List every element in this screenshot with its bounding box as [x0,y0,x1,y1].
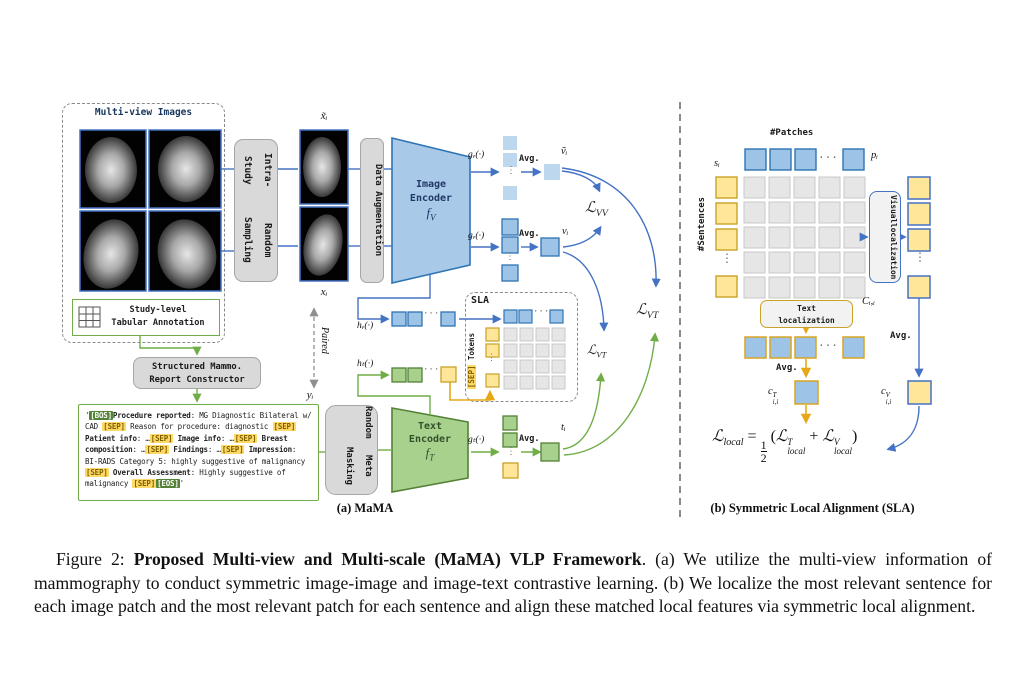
patch-feature-row [744,148,865,171]
loss-vv-label: ℒVV [585,200,608,219]
patches-label: #Patches [770,128,814,138]
dots: ··· [423,365,440,375]
x-tilde-label: x̃ᵢ [320,110,328,122]
p-label: pᵢ [871,150,878,161]
visual-loc-line2: localization [889,222,898,280]
report-constructor-box: Structured Mammo. Report Constructor [133,357,261,389]
random-meta-masking-box: Random Meta Masking [325,405,378,495]
dots: ⋮ [506,446,516,457]
intra-study-line1: Intra-Study [242,152,273,187]
table-icon [78,305,102,334]
paired-label: Paired [319,327,330,354]
local-aggregate-squares [794,380,932,405]
sentence-feature-column [715,176,738,298]
visual-localization-box: Visual localization [869,191,901,283]
data-augmentation-box: Data Augmentation [360,138,384,283]
data-augmentation-label: Data Augmentation [373,164,383,257]
text-loc-line1: Text [797,304,816,313]
dots: ⋮ [505,251,515,262]
sep-token-chip: [SEP] [467,364,476,390]
avg-label-b-left: Avg. [776,363,798,373]
figure-caption: Figure 2: Proposed Multi-view and Multi-… [34,548,992,619]
panel-b-caption: (b) Symmetric Local Alignment (SLA) [710,501,915,515]
x-label: xᵢ [320,286,328,298]
text-localization-box: Text localization [760,300,853,328]
intra-study-line2: Random Sampling [242,217,273,264]
masking-line2: Meta Masking [344,447,373,486]
report-text-box: '[BOS]Procedure reported: MG Diagnostic … [78,404,319,501]
dots: ⋮ [914,250,926,264]
v-label: vᵢ [562,226,569,237]
study-annotation-box: Study-level Tabular Annotation [72,299,220,336]
gv-label-bottom: gᵥ(·) [468,231,485,241]
gt-label: gₜ(·) [468,435,485,445]
dots: ··· [818,339,838,352]
study-box-line2: Tabular Annotation [111,318,205,328]
s-label: sᵢ [714,158,720,169]
ht-label: hₜ(·) [357,359,374,369]
sampled-mammograms [299,129,349,282]
sampled-mammogram-top [299,129,349,205]
gv-label-top: gᵥ(·) [468,150,485,160]
v-tilde-label: ṽᵢ [561,146,568,157]
figure-caption-bold: Proposed Multi-view and Multi-scale (MaM… [133,549,642,569]
text-encoder-label: Text Encoder fT [408,421,452,463]
text-localized-row [744,336,865,359]
study-box-line1: Study-level [129,305,187,315]
sla-label: SLA [471,295,490,306]
text-loc-line2: localization [778,316,835,325]
dots: ⋮ [506,165,516,176]
hv-label: hᵥ(·) [357,321,374,331]
multiview-title: Multi-view Images [94,107,193,118]
sep-tokens-label: [SEP] Tokens [467,325,479,397]
dots: ··· [818,151,838,164]
structured-report-text: '[BOS]Procedure reported: MG Diagnostic … [85,411,312,489]
avg-label-mid: Avg. [519,229,540,239]
y-label: yᵢ [306,389,314,401]
loss-vt-label-right: ℒVT [636,302,659,321]
visual-loc-line1: Visual [889,194,898,223]
similarity-grid [743,176,866,299]
avg-label-text: Avg. [519,434,540,444]
image-encoder-label: Image Encoder fV [409,179,453,223]
loss-vt-label-left: ℒVT [587,342,607,360]
sla-box [465,292,578,402]
dots: ⋮ [487,353,496,363]
panel-a-caption: (a) MaMA [336,501,394,515]
dots: ⋮ [721,251,733,265]
avg-label-b-right: Avg. [890,331,912,341]
figure-caption-prefix: Figure 2: [56,549,134,569]
sampled-mammogram-bottom [299,206,349,282]
t-label: tᵢ [561,422,566,433]
tokens-word: Tokens [467,332,476,365]
dots: ··· [423,309,440,319]
constructor-line1: Structured Mammo. [151,362,243,372]
visual-localized-column [907,176,931,299]
c-matrix-label: Cᵢ,ᵢ [862,296,875,307]
constructor-line2: Report Constructor [149,375,245,385]
dots: ··· [533,307,550,317]
intra-study-sampling-box: Intra-Study Random Sampling [234,139,278,282]
masking-line1: Random [363,406,373,439]
figure-caption-rest: . (a) We utilize the multi-view informat… [34,549,992,617]
sentences-label: #Sentences [697,196,707,252]
avg-label-top: Avg. [519,154,540,164]
